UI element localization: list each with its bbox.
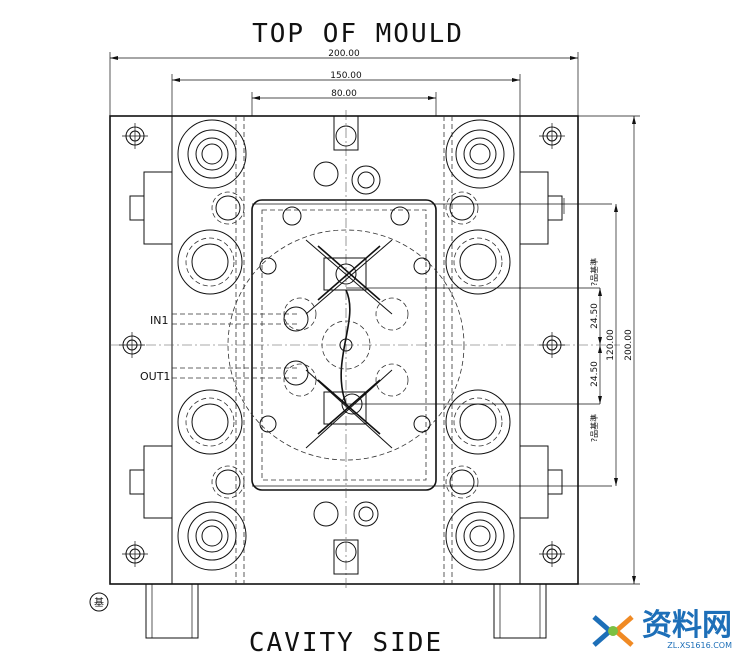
cavity-part-lower <box>283 363 409 449</box>
dimension-width-inner: 80.00 <box>251 89 437 116</box>
dimension-offset-lower: 24.50 <box>590 345 602 404</box>
return-pin-upper-left <box>177 229 243 295</box>
side-lock-left-lower <box>129 445 173 519</box>
dimension-width-overall-text: 200.00 <box>328 49 360 59</box>
sprue-bottom <box>313 501 379 575</box>
support-pillar-lr <box>445 465 479 499</box>
port-in-label: IN1 <box>150 314 168 327</box>
dimension-width-inner-text: 80.00 <box>331 89 357 99</box>
dimension-offset-lower-text: 24.50 <box>590 361 600 387</box>
screw-top-left <box>122 123 148 149</box>
return-pin-lower-left <box>177 389 243 455</box>
guide-bushing-top-right <box>445 119 515 189</box>
side-lock-right-upper <box>519 171 563 245</box>
return-pin-lower-right <box>445 389 511 455</box>
port-out-label: OUT1 <box>140 370 170 383</box>
side-lock-right-lower <box>519 445 563 519</box>
side-lock-left-upper <box>129 171 173 245</box>
dimension-height-mid: 120.00 <box>606 204 618 486</box>
datum-label-upper: ?品基準 <box>589 258 599 286</box>
support-leg-left <box>145 583 199 639</box>
support-pillar-ll <box>211 465 245 499</box>
screw-mid-right <box>539 332 565 358</box>
screw-bottom-right <box>539 541 565 567</box>
guide-bushing-bottom-left <box>177 501 247 571</box>
dimension-height-overall: 200.00 <box>624 116 636 584</box>
screw-bottom-left <box>122 541 148 567</box>
dimension-width-overall: 200.00 <box>109 49 579 116</box>
watermark-logo: 资料网 ZL.XS1616.COM <box>590 611 732 650</box>
sprue-top <box>313 115 381 195</box>
title-cavity-side: CAVITY SIDE <box>249 628 443 658</box>
watermark-x-icon <box>592 614 634 647</box>
cooling-channel-out <box>172 360 309 386</box>
title-top-of-mould: TOP OF MOULD <box>252 19 464 49</box>
dimension-width-mid-text: 150.00 <box>330 71 362 81</box>
runner-curve <box>340 289 351 405</box>
cooling-channel-in <box>172 306 309 332</box>
runner-area <box>227 229 465 461</box>
guide-bushing-top-left <box>177 119 247 189</box>
dimension-offset-upper: 24.50 <box>590 288 602 345</box>
dimension-height-mid-text: 120.00 <box>606 329 616 361</box>
screw-top-right <box>539 123 565 149</box>
guide-bushing-bottom-right <box>445 501 515 571</box>
dimension-height-overall-text: 200.00 <box>624 329 634 361</box>
support-pillar-ul <box>211 191 245 225</box>
reference-stamp-text: 基 <box>94 596 104 609</box>
support-pillar-ur <box>445 191 479 225</box>
reference-stamp: 基 <box>89 592 109 612</box>
return-pin-upper-right <box>445 229 511 295</box>
watermark-name: 资料网 <box>642 608 732 643</box>
support-leg-right <box>493 583 547 639</box>
watermark-url: ZL.XS1616.COM <box>667 641 732 650</box>
screw-mid-left <box>119 332 145 358</box>
dimension-width-mid: 150.00 <box>171 71 521 116</box>
datum-label-lower: ?品基準 <box>589 414 599 442</box>
datum-lines <box>252 115 640 585</box>
insert-screws <box>259 206 431 433</box>
dimension-offset-upper-text: 24.50 <box>590 303 600 329</box>
cavity-part-upper <box>283 239 409 331</box>
